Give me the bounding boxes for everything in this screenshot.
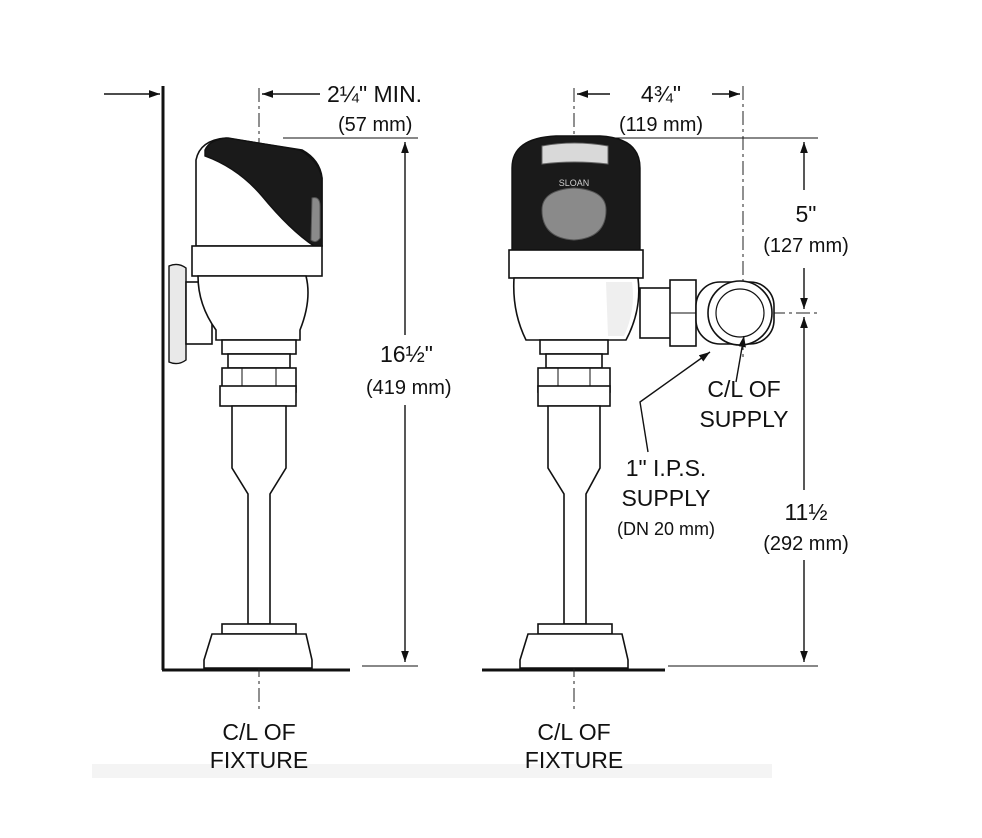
supply-label-line2: SUPPLY [699, 406, 788, 432]
front-coupling [537, 385, 611, 407]
side-wall-flange [168, 263, 187, 365]
side-offset-metric: (57 mm) [338, 114, 412, 136]
front-valve-neck [539, 339, 609, 355]
front-top-metric: (127 mm) [763, 235, 849, 257]
front-fixture-line2: FIXTURE [525, 747, 623, 773]
side-fixture-line1: C/L OF [222, 719, 295, 745]
side-tail-piece [231, 405, 287, 625]
side-stop-neck [227, 353, 291, 369]
front-sensor-window [541, 187, 607, 241]
supply-stop-bore [715, 288, 765, 338]
brand-logo-text: SLOAN [559, 178, 590, 188]
front-cover-ring [508, 249, 644, 279]
bottom-band [92, 764, 772, 778]
ips-label-line1: 1" I.P.S. [626, 455, 707, 481]
side-valve-body [197, 275, 309, 341]
front-offset-label: 4¾" [641, 81, 681, 107]
front-tail-piece [547, 405, 601, 625]
front-floor-flange [519, 633, 629, 669]
supply-leader-line [735, 335, 746, 383]
side-floor-flange [203, 633, 313, 669]
front-body-shade [606, 282, 633, 336]
front-bottom-label: 11½ [784, 499, 827, 525]
side-view [104, 86, 418, 712]
side-cover-ring [191, 245, 323, 277]
side-offset-label: 2¼" MIN. [327, 81, 422, 107]
ips-leader-line [639, 351, 711, 453]
front-view [482, 86, 818, 712]
front-fixture-line1: C/L OF [537, 719, 610, 745]
front-offset-metric: (119 mm) [619, 114, 703, 136]
side-fixture-line2: FIXTURE [210, 747, 308, 773]
side-flange-top [221, 623, 297, 635]
supply-label-line1: C/L OF [707, 376, 780, 402]
front-cover-window-top [541, 142, 609, 165]
front-stop-neck [545, 353, 603, 369]
front-top-label: 5" [796, 201, 817, 227]
supply-tube [639, 287, 675, 339]
side-coupling [219, 385, 297, 407]
side-height-label: 16½" [380, 341, 433, 367]
ips-label-line2: SUPPLY [621, 485, 710, 511]
side-sensor-window [310, 197, 321, 243]
ips-label-metric: (DN 20 mm) [617, 519, 715, 539]
side-height-metric: (419 mm) [366, 377, 452, 399]
side-valve-neck [221, 339, 297, 355]
front-flange-top [537, 623, 613, 635]
front-bottom-metric: (292 mm) [763, 533, 849, 555]
